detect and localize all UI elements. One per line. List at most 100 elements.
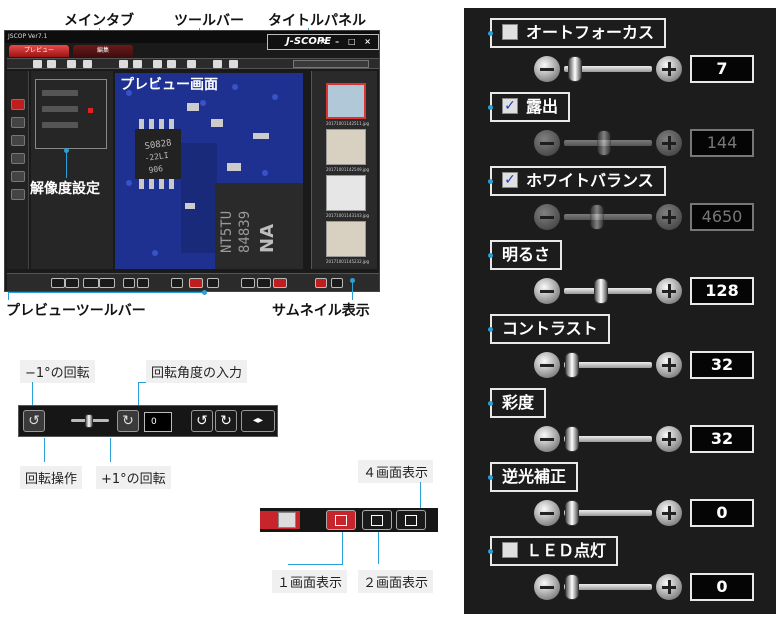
rotate-right-90-button[interactable]: ↻: [215, 410, 237, 432]
increase-icon[interactable]: [656, 56, 682, 82]
increase-icon[interactable]: [656, 500, 682, 526]
control-checkbox[interactable]: ✓: [502, 97, 518, 114]
slider-knob[interactable]: [567, 56, 582, 82]
value-box[interactable]: 144: [690, 129, 754, 157]
rotate-minus-button[interactable]: ↺: [23, 410, 45, 432]
decrease-icon[interactable]: [534, 500, 560, 526]
control-label-1[interactable]: ✓露出: [490, 92, 571, 122]
slider-knob[interactable]: [597, 130, 612, 156]
control-checkbox[interactable]: [502, 541, 518, 558]
sidebar-camera-icon[interactable]: [11, 99, 25, 110]
slider-track[interactable]: [564, 140, 652, 146]
view-single-button[interactable]: [326, 510, 356, 530]
capture-icon[interactable]: [189, 278, 203, 288]
view-quad-icon[interactable]: [273, 278, 287, 288]
control-checkbox[interactable]: [502, 23, 518, 40]
slider-track[interactable]: [564, 436, 652, 442]
toolbar-hand-icon[interactable]: [83, 60, 92, 68]
thumbnail-item[interactable]: [326, 129, 366, 165]
select-capture-resolution[interactable]: [42, 106, 78, 112]
sidebar-grid-icon[interactable]: [11, 153, 25, 164]
slider-track[interactable]: [564, 214, 652, 220]
window-controls[interactable]: × – □ ×: [319, 37, 374, 46]
value-box[interactable]: 32: [690, 351, 754, 379]
thumb-view-icon[interactable]: [315, 278, 327, 288]
toolbar-circle-icon[interactable]: [153, 60, 162, 68]
increase-icon[interactable]: [656, 574, 682, 600]
value-box[interactable]: 0: [690, 573, 754, 601]
decrease-icon[interactable]: [534, 278, 560, 304]
select-preview-resolution[interactable]: [42, 90, 78, 96]
slider-knob[interactable]: [565, 574, 580, 600]
sidebar-tool-icon[interactable]: [11, 171, 25, 182]
tab-edit[interactable]: 編集: [73, 45, 133, 57]
value-box[interactable]: 128: [690, 277, 754, 305]
toolbar-redo-icon[interactable]: [47, 60, 56, 68]
tab-preview[interactable]: プレビュー: [9, 45, 69, 57]
sidebar-settings-icon[interactable]: [11, 117, 25, 128]
decrease-icon[interactable]: [534, 352, 560, 378]
slider-knob[interactable]: [565, 426, 580, 452]
value-box[interactable]: 4650: [690, 203, 754, 231]
record-icon[interactable]: [207, 278, 219, 288]
increase-icon[interactable]: [656, 278, 682, 304]
control-checkbox[interactable]: ✓: [502, 171, 518, 188]
control-label-2[interactable]: ✓ホワイトバランス: [490, 166, 666, 196]
decrease-icon[interactable]: [534, 426, 560, 452]
control-label-7[interactable]: ＬＥＤ点灯: [490, 536, 619, 566]
value-box[interactable]: 32: [690, 425, 754, 453]
camera-select[interactable]: [293, 60, 369, 68]
increase-icon[interactable]: [656, 426, 682, 452]
decrease-icon[interactable]: [534, 130, 560, 156]
slider-knob[interactable]: [565, 352, 580, 378]
toolbar-cursor-icon[interactable]: [67, 60, 76, 68]
rotation-slider[interactable]: [69, 414, 111, 428]
view-quad-button[interactable]: [396, 510, 426, 530]
decrease-icon[interactable]: [534, 204, 560, 230]
flip-horizontal-icon[interactable]: [83, 278, 99, 288]
slider-track[interactable]: [564, 362, 652, 368]
rotate-left-90-button[interactable]: ↺: [191, 410, 213, 432]
slider-knob[interactable]: [565, 500, 580, 526]
rotate-left-icon[interactable]: [51, 278, 65, 288]
slider-knob[interactable]: [589, 204, 604, 230]
decrease-icon[interactable]: [534, 574, 560, 600]
flip-horizontal-button[interactable]: ◂▸: [241, 410, 275, 432]
sidebar-image-icon[interactable]: [11, 135, 25, 146]
slider-track[interactable]: [564, 66, 652, 72]
view-dual-icon[interactable]: [257, 278, 271, 288]
control-label-0[interactable]: オートフォーカス: [490, 18, 667, 48]
rotate-right-icon[interactable]: [65, 278, 79, 288]
sidebar-info-icon[interactable]: [11, 189, 25, 200]
toolbar-line-icon[interactable]: [119, 60, 128, 68]
thumb-list-icon[interactable]: [331, 278, 343, 288]
zoom-out-icon[interactable]: [137, 278, 149, 288]
view-single-icon[interactable]: [241, 278, 255, 288]
rotation-angle-input[interactable]: 0: [144, 412, 172, 432]
increase-icon[interactable]: [656, 352, 682, 378]
toolbar-undo-icon[interactable]: [33, 60, 42, 68]
toolbar-print-icon[interactable]: [213, 60, 222, 68]
toolbar-rect-icon[interactable]: [133, 60, 142, 68]
decrease-icon[interactable]: [534, 56, 560, 82]
pause-icon[interactable]: [171, 278, 183, 288]
slider-track[interactable]: [564, 510, 652, 516]
toolbar-file-icon[interactable]: [187, 60, 196, 68]
view-dual-button[interactable]: [362, 510, 392, 530]
toolbar-text-icon[interactable]: [167, 60, 176, 68]
thumbnail-item[interactable]: [326, 175, 366, 211]
value-box[interactable]: 7: [690, 55, 754, 83]
slider-knob[interactable]: [593, 278, 608, 304]
select-image-format[interactable]: [42, 122, 78, 128]
thumbnail-item[interactable]: [326, 221, 366, 257]
increase-icon[interactable]: [656, 130, 682, 156]
slider-track[interactable]: [564, 288, 652, 294]
slider-track[interactable]: [564, 584, 652, 590]
rotation-slider-knob[interactable]: [85, 414, 93, 428]
view-fit-icon[interactable]: [278, 512, 296, 528]
increase-icon[interactable]: [656, 204, 682, 230]
thumbnail-item[interactable]: [326, 83, 366, 119]
zoom-in-icon[interactable]: [123, 278, 135, 288]
rotate-plus-button[interactable]: ↻: [117, 410, 139, 432]
toolbar-camera-icon[interactable]: [229, 60, 238, 68]
